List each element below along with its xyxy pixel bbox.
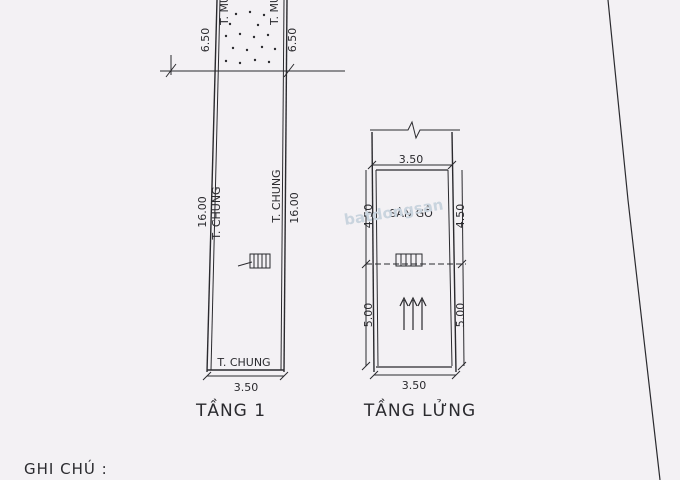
mezzanine-top-dim-ticks — [367, 160, 457, 170]
floor1-top-wall-left: T. MỤ — [218, 0, 231, 26]
mezzanine-left-wall-inner — [375, 169, 379, 367]
mezzanine-void-arrows — [399, 296, 427, 330]
floor1-title: TẦNG 1 — [195, 397, 266, 421]
notes-label: GHI CHÚ : — [24, 459, 108, 478]
mezzanine-dim-ticks — [361, 259, 467, 371]
mezzanine-plan: 3.50 SÀN GỖ 4.50 4.50 5.00 5.00 3.50 TẦN… — [361, 120, 476, 421]
mezzanine-right-wall-inner — [447, 169, 453, 367]
mezzanine-right-dim-line — [461, 169, 465, 367]
mezzanine-right-wall — [451, 131, 457, 373]
mezzanine-upper-right-dim: 4.50 — [454, 204, 467, 229]
mezzanine-lower-left-dim: 5.00 — [362, 303, 375, 328]
floor1-plan: 6.50 6.50 T. MỤ T. MỤ 16.00 T. CHUNG T. … — [160, 0, 345, 421]
floor1-left-wall — [206, 0, 218, 373]
mezzanine-bottom-width-dim: 3.50 — [402, 379, 427, 392]
mezzanine-top-width-dim: 3.50 — [399, 153, 424, 166]
floor1-left-wall-inner — [210, 0, 221, 371]
floor1-left-length-dim: 16.00 — [196, 196, 209, 228]
mezzanine-room-label: SÀN GỖ — [389, 205, 433, 220]
mezzanine-lower-right-dim: 5.00 — [454, 303, 467, 328]
floor1-width-dim-ticks — [202, 371, 289, 381]
mezzanine-left-wall — [371, 131, 375, 373]
floor1-right-length-dim: 16.00 — [288, 192, 301, 224]
mezzanine-title: TẦNG LỬNG — [363, 397, 476, 421]
floor1-bottom-wall-label: T. CHUNG — [216, 356, 270, 369]
mezzanine-upper-left-dim: 4.50 — [362, 204, 375, 229]
floor1-top-wall-right: T. MỤ — [268, 0, 281, 26]
sheet-border-line — [607, 0, 661, 480]
mezzanine-bottom-dim-ticks — [369, 370, 461, 380]
floor1-stairs — [237, 253, 271, 269]
mezzanine-stairs — [395, 253, 423, 267]
floor1-right-wall — [283, 0, 288, 373]
watermark-logo-text: batdongsan — [343, 195, 445, 228]
floor1-yard-hatch — [224, 10, 277, 65]
floor1-left-wall-label: T. CHUNG — [210, 186, 223, 240]
floor1-top-dim: 6.50 — [199, 28, 212, 53]
floor1-top-dim-right: 6.50 — [286, 28, 299, 53]
floor1-width-dim: 3.50 — [234, 381, 259, 394]
mezzanine-break-line — [370, 120, 460, 140]
floor1-right-wall-inner — [280, 0, 285, 371]
floor1-right-wall-label: T. CHUNG — [270, 169, 283, 223]
